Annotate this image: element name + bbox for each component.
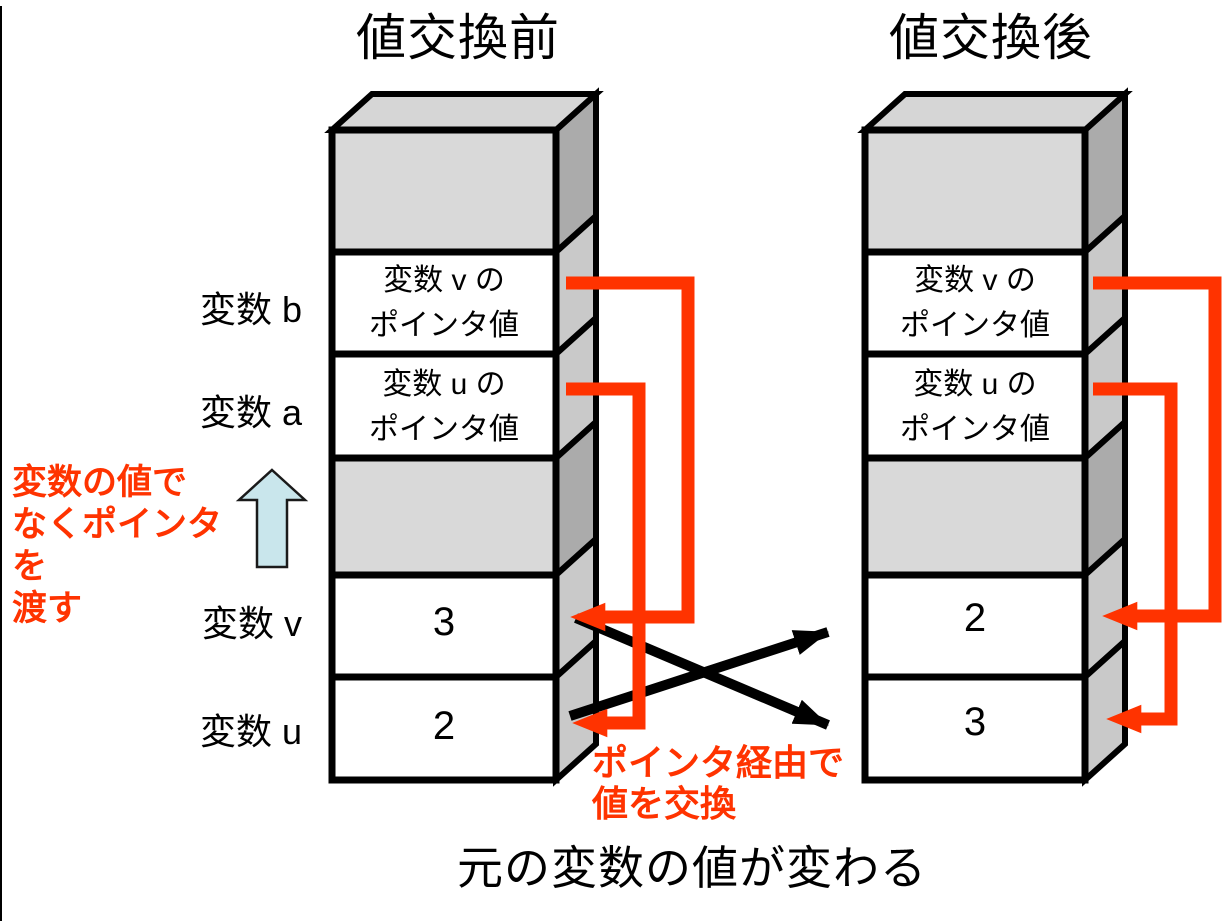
pointer-link-before-u [566, 382, 646, 738]
note-pass-pointer: 変数の値で なくポインタを 渡す [12, 463, 223, 628]
pointer-link-before-v [566, 276, 695, 632]
row-label-v: 変数 v [201, 603, 302, 644]
before-cell-v-pointer: 変数 v の ポインタ値 [369, 264, 519, 342]
after-cell-u-pointer: 変数 u の ポインタ値 [900, 368, 1050, 446]
note-swap-via-pointer: ポインタ経由で 値を交換 [592, 742, 845, 825]
before-cell-u-value: 2 [432, 704, 456, 748]
swap-arrow-u-to-v [568, 627, 830, 721]
caption-bottom: 元の変数の値が変わる [457, 842, 927, 894]
after-cell-u-value: 3 [963, 700, 987, 744]
up-arrow-icon [235, 468, 309, 569]
after-cell-v-pointer: 変数 v の ポインタ値 [900, 264, 1050, 342]
pointer-link-after-u [1093, 382, 1178, 734]
title-after: 値交換後 [889, 10, 1093, 66]
before-cell-u-pointer: 変数 u の ポインタ値 [369, 368, 519, 446]
title-before: 値交換前 [356, 10, 560, 66]
row-label-u: 変数 u [199, 711, 302, 752]
row-label-a: 変数 a [199, 392, 302, 433]
row-label-b: 変数 b [199, 289, 302, 330]
pointer-links [566, 276, 1222, 738]
after-cell-v-value: 2 [963, 596, 987, 640]
left-edge-line [0, 6, 2, 921]
before-cell-v-value: 3 [432, 600, 456, 644]
swap-arrows [568, 613, 830, 730]
